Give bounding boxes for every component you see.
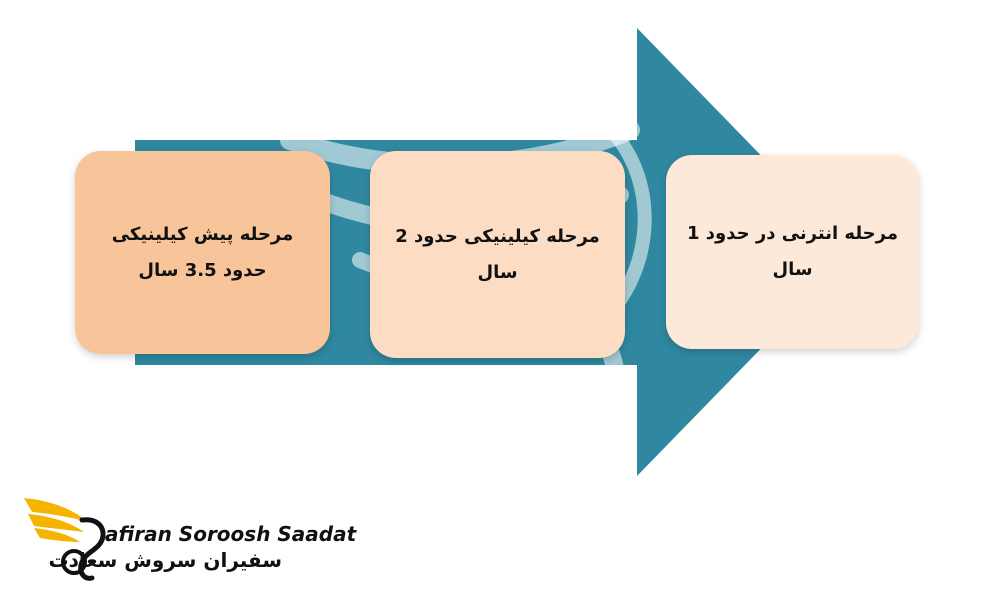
stage-preclinical-label: مرحله پیش کیلینیکی حدود 3.5 سال <box>111 223 294 281</box>
company-logo: afiran Soroosh Saadat سفیران سروش سعادت <box>22 492 356 584</box>
stage-clinical-label: مرحله کیلینیکی حدود 2 سال <box>395 225 600 283</box>
logo-latin-name: afiran Soroosh Saadat <box>105 522 357 546</box>
winged-bird-logo-icon <box>24 498 106 581</box>
stage-clinical-box: مرحله کیلینیکی حدود 2 سال <box>370 151 625 358</box>
stage-preclinical-box: مرحله پیش کیلینیکی حدود 3.5 سال <box>75 151 330 354</box>
stage-internship-label: مرحله انترنی در حدود 1 سال <box>686 223 898 280</box>
logo-persian-name: سفیران سروش سعادت <box>48 548 283 572</box>
stage-internship-box: مرحله انترنی در حدود 1 سال <box>666 155 919 349</box>
